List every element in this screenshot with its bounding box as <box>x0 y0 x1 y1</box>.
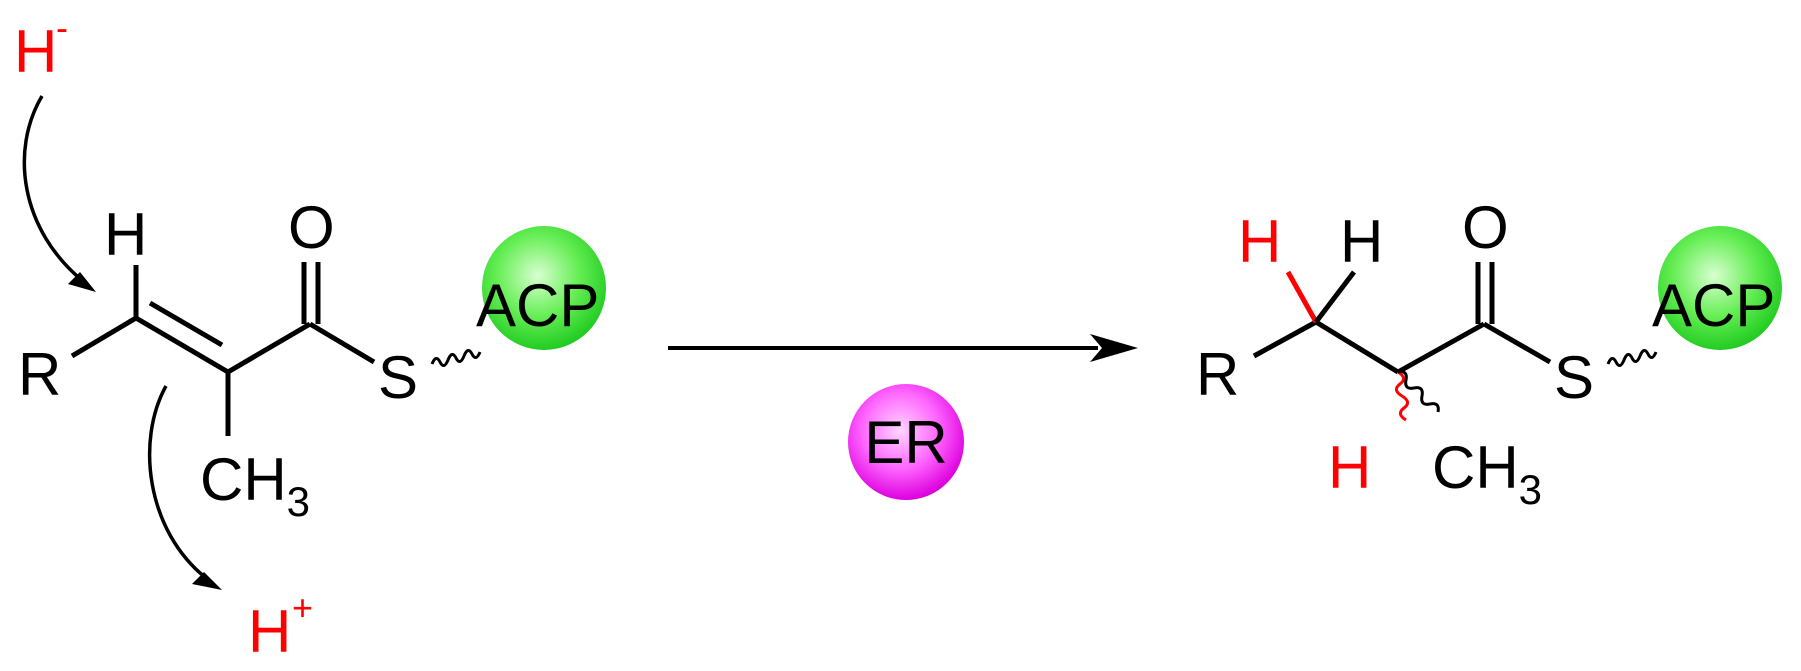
product-acp-sphere <box>1658 226 1782 350</box>
proton-label: H <box>248 598 291 665</box>
product-molecule: R H H H O S CH3 ACP <box>1196 194 1782 513</box>
reactant-vinyl-h: H <box>104 201 147 268</box>
reactant-acp-label: ACP <box>476 272 599 339</box>
bond-cb-h <box>1314 270 1356 324</box>
reactant-sulfur: S <box>378 344 418 411</box>
product-r-group: R <box>1196 341 1239 408</box>
proton-charge: + <box>292 587 313 628</box>
bond-cb-ca <box>1314 319 1400 375</box>
product-acp-label: ACP <box>1652 272 1775 339</box>
bond-c-s <box>1482 321 1552 365</box>
er-enzyme-sphere <box>848 384 964 500</box>
reactant-r-group: R <box>18 341 61 408</box>
bond-c3-s <box>308 321 376 365</box>
alpha-wavy-bond-red <box>1395 370 1409 422</box>
bond-cb-h-red <box>1285 270 1319 324</box>
product-oxygen: O <box>1462 194 1509 261</box>
hydride-attack-arrowhead <box>68 272 96 292</box>
reactant-acp-sphere <box>482 226 606 350</box>
double-bond-c1-c2 <box>134 315 230 375</box>
proton-arrow <box>147 385 208 580</box>
bond-ca-c <box>1396 321 1486 375</box>
hydride-attack-arrow <box>22 95 86 284</box>
reactant-oxygen: O <box>288 194 335 261</box>
product-added-h-top: H <box>1238 208 1281 275</box>
bond-r-c1 <box>70 315 138 359</box>
reactant-wavy-bond <box>430 349 482 367</box>
hydride-charge: - <box>56 7 68 48</box>
product-sulfur: S <box>1554 344 1594 411</box>
proton-arrowhead <box>192 572 222 590</box>
product-wavy-bond <box>1606 349 1658 367</box>
product-original-h: H <box>1340 208 1383 275</box>
bond-r-cb <box>1252 319 1318 359</box>
bond-c2-c3 <box>226 321 312 375</box>
reaction-arrowhead <box>1090 334 1138 362</box>
reactant-methyl: CH3 <box>200 446 310 525</box>
double-bond-c1-c2-inner <box>148 300 224 348</box>
reaction-arrow-group: ER <box>668 334 1138 500</box>
er-enzyme-label: ER <box>864 409 947 476</box>
hydride-label: H <box>14 18 57 85</box>
product-methyl: CH3 <box>1432 434 1542 513</box>
reactant-molecule: H - R H O S CH3 ACP H + <box>14 7 606 665</box>
alpha-wavy-bond-methyl <box>1397 370 1440 413</box>
product-added-h-alpha: H <box>1328 434 1371 501</box>
